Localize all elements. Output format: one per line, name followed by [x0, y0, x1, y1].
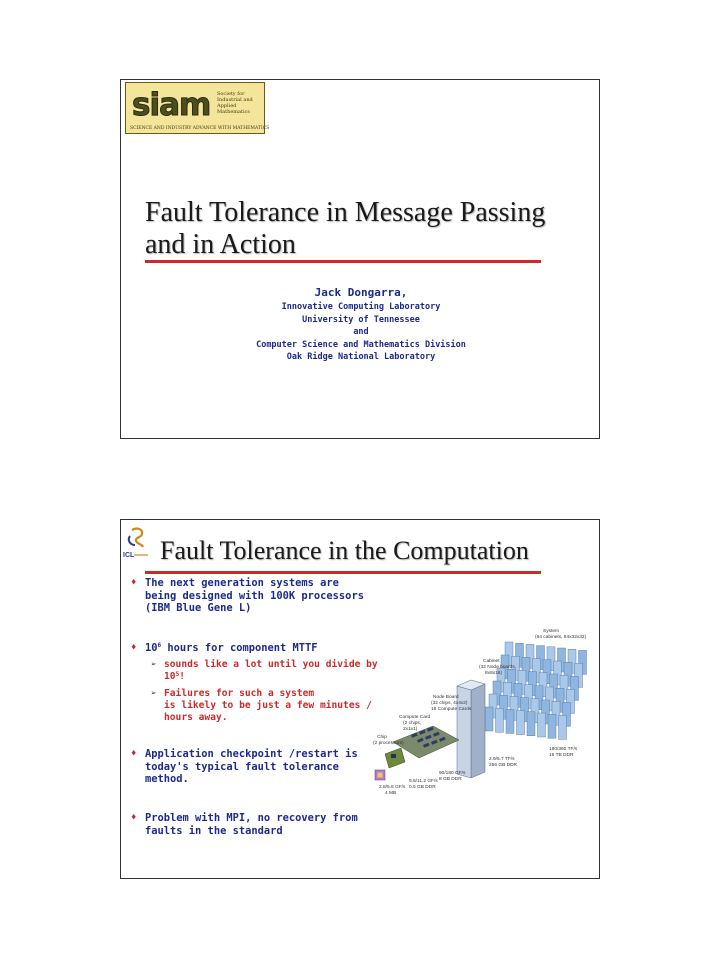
mttf-text: hours for component MTTF	[161, 642, 318, 654]
system-cabinet	[505, 709, 515, 734]
sub-bullet-line: hours away.	[164, 712, 228, 723]
siam-logo: siam Society for Industrial and Applied …	[125, 82, 269, 134]
title-underline	[145, 571, 541, 574]
author-name: Jack Dongarra,	[314, 286, 408, 299]
affiliation-line: and	[353, 327, 369, 337]
sub-bullet-line: Failures for such a system	[164, 688, 315, 699]
system-cabinet	[484, 706, 494, 732]
node-board-icon	[392, 725, 460, 759]
label-compute-card: Compute Card	[399, 714, 431, 720]
blue-gene-hierarchy-diagram: System (64 cabinets, 64x32x32) Cabinet (…	[373, 628, 587, 796]
diamond-bullet-icon: ♦	[131, 643, 137, 653]
label-system-memory: 16 TB DDR	[549, 752, 574, 758]
author-block: Jack Dongarra, Innovative Computing Labo…	[121, 285, 601, 364]
label-cabinet-memory: 256 GB DDR	[489, 762, 518, 768]
label-cabinet: Cabinet	[483, 658, 500, 664]
sub-bullet-divide: ➢ sounds like a lot until you divide by …	[151, 659, 404, 683]
divisor-tail: !	[179, 671, 185, 682]
compute-card-icon	[384, 747, 406, 769]
siam-logo-tagline: SCIENCE AND INDUSTRY ADVANCE WITH MATHEM…	[130, 126, 270, 131]
slide-title: Fault Tolerance in the Computation	[160, 536, 529, 565]
label-node-board: Node Board	[433, 694, 459, 700]
mttf-base: 10	[145, 642, 158, 654]
label-cabinet-performance: 2.9/5.7 TF/s	[489, 756, 515, 762]
system-cabinet	[547, 713, 557, 739]
bullet-line: The next generation systems are	[145, 577, 339, 589]
system-cabinets-grid	[484, 641, 587, 740]
label-compute-card-performance: 5.6/11.2 GF/s	[409, 778, 438, 784]
bullet-next-generation: ♦ The next generation systems are being …	[131, 577, 407, 615]
label-compute-card-sub: (2 chips,	[403, 720, 421, 726]
sub-bullet-failures: ➢ Failures for such a system is likely t…	[151, 688, 404, 724]
affiliation-line: University of Tennessee	[302, 314, 420, 325]
system-cabinet	[516, 710, 525, 735]
bullet-checkpoint: ♦ Application checkpoint /restart is tod…	[131, 748, 407, 786]
label-cabinet-sub: (32 Node boards,	[479, 664, 516, 670]
label-compute-card-sub: 2x1x1)	[403, 726, 418, 732]
affiliation-line: Computer Science and Mathematics Divisio…	[256, 339, 466, 350]
affiliation-line: Oak Ridge National Laboratory	[286, 352, 436, 362]
affiliation-line: Innovative Computing Laboratory	[281, 302, 441, 312]
label-chip-sub: (2 processors)	[373, 740, 404, 746]
diamond-bullet-icon: ♦	[131, 578, 137, 588]
system-cabinet	[558, 715, 567, 740]
diamond-bullet-icon: ♦	[131, 749, 137, 759]
system-cabinet	[537, 712, 546, 738]
bullet-line: method.	[145, 773, 189, 785]
logo-subtitle-line: Applied	[217, 103, 237, 109]
siam-logo-subtitle: Society for Industrial and Applied Mathe…	[217, 91, 262, 115]
slide-title-line-2: and in Action	[145, 229, 296, 260]
label-chip-memory: 4 MB	[385, 790, 396, 796]
sub-bullet-line: is likely to be just a few minutes /	[164, 700, 372, 711]
title-slide: siam Society for Industrial and Applied …	[120, 79, 600, 439]
arrow-bullet-icon: ➢	[151, 660, 157, 670]
label-chip-performance: 2.8/5.6 GF/s	[379, 784, 406, 790]
bullet-mpi: ♦ Problem with MPI, no recovery from fau…	[131, 812, 407, 837]
content-slide: ICL Fault Tolerance in the Computation ♦…	[120, 519, 600, 879]
label-node-board-performance: 90/180 GF/s	[439, 770, 466, 776]
slide-title-line-1: Fault Tolerance in Message Passing	[145, 197, 546, 228]
bullet-line: (IBM Blue Gene L)	[145, 602, 252, 614]
diamond-bullet-icon: ♦	[131, 813, 137, 823]
bullet-line: being designed with 100K processors	[145, 589, 364, 602]
label-system-sub: (64 cabinets, 64x32x32)	[535, 634, 587, 640]
siam-logo-word: siam	[131, 87, 211, 124]
slide-title: Fault Tolerance in Message Passing and i…	[145, 197, 565, 261]
label-system: System	[543, 628, 559, 634]
bullet-line: Application checkpoint /restart is	[145, 748, 358, 760]
label-system-performance: 180/360 TF/s	[549, 746, 578, 752]
label-node-board-memory: 8 GB DDR	[439, 776, 462, 782]
bullet-line: faults in the standard	[145, 824, 283, 837]
sub-bullet-line: sounds like a lot until you divide by	[164, 659, 378, 670]
label-node-board-sub: 16 Compute Cards	[431, 706, 472, 712]
title-underline	[145, 260, 541, 263]
bullet-line: today's typical fault tolerance	[145, 760, 339, 773]
label-node-board-sub: (32 chips, 4x4x2)	[431, 700, 468, 706]
arrow-bullet-icon: ➢	[151, 689, 157, 699]
logo-subtitle-line: Society for	[217, 91, 245, 97]
label-cabinet-sub: 8x8x16)	[485, 670, 502, 676]
logo-subtitle-line: Industrial and	[217, 97, 253, 103]
label-chip: Chip	[377, 734, 387, 740]
divisor-base: 10	[164, 671, 176, 682]
bullet-mttf: ♦ 106 hours for component MTTF	[131, 642, 407, 655]
bullet-line: Problem with MPI, no recovery from	[145, 812, 358, 824]
system-cabinet	[526, 711, 536, 737]
divisor-exponent: 5	[175, 671, 180, 678]
label-compute-card-memory: 0.5 GB DDR	[409, 784, 436, 790]
chip-icon	[374, 769, 386, 781]
icl-logo-icon: ICL	[123, 527, 148, 559]
icl-logo-text: ICL	[123, 552, 135, 559]
logo-subtitle-line: Mathematics	[217, 109, 250, 115]
diagram-labels: System (64 cabinets, 64x32x32) Cabinet (…	[373, 628, 587, 796]
system-cabinet	[495, 707, 504, 733]
mttf-exponent: 6	[157, 642, 162, 649]
cabinet-icon	[456, 679, 486, 779]
